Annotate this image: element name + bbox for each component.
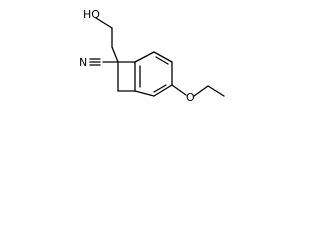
- bond-c2-c1: [134, 90, 155, 97]
- molecule-structure: HO N O: [79, 8, 225, 104]
- structure-canvas: HO N O: [0, 0, 232, 137]
- bond-c6-c5: [134, 51, 155, 63]
- bond-o-ch2-ethyl: [193, 85, 209, 97]
- nitrile-n-label: N: [79, 56, 87, 69]
- ether-o-label: O: [186, 91, 195, 104]
- bond-c3-c2: [153, 84, 173, 97]
- hydroxyl-label: HO: [83, 8, 100, 21]
- bond-o-ch2: [95, 17, 113, 29]
- bond-ch2-ch3: [207, 85, 225, 97]
- double-bond-inner-top: [155, 56, 169, 65]
- bond-c3-o: [171, 84, 187, 96]
- bond-ch2-quaternary-c: [111, 46, 119, 63]
- bond-c5-c4: [153, 51, 173, 63]
- double-bond-inner-bottom: [153, 84, 167, 93]
